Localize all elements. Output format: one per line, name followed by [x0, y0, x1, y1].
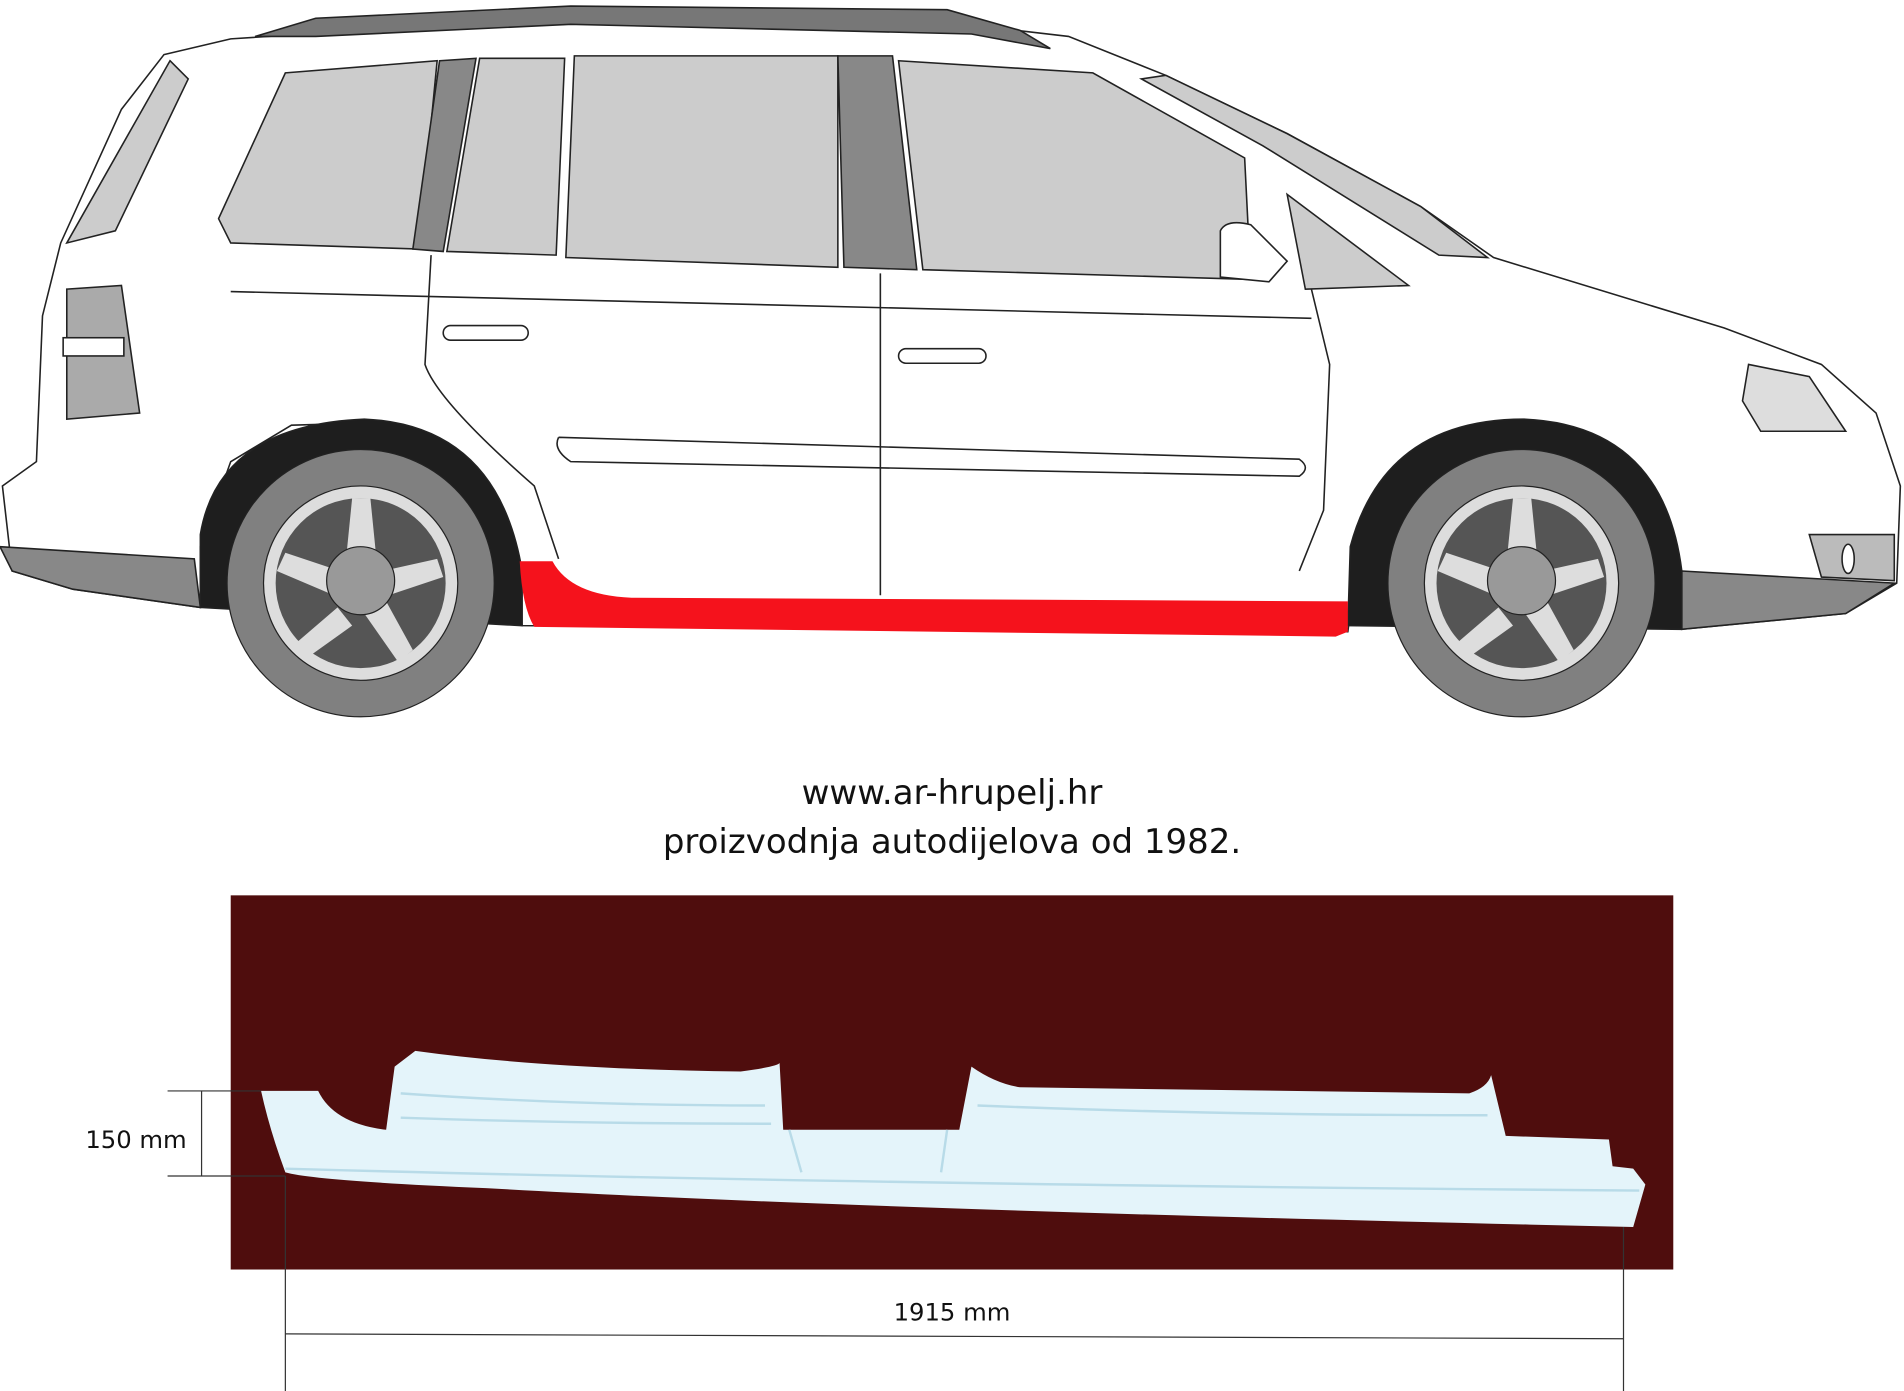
- mirror: [1219, 221, 1289, 283]
- pillar-b: [837, 55, 918, 271]
- window-rear-door: [445, 57, 566, 256]
- windshield: [1139, 74, 1490, 259]
- window-front-door: [897, 59, 1252, 281]
- length-label: 1915 mm: [894, 1298, 1011, 1327]
- pillar-c: [411, 57, 477, 253]
- window-rear-quarter: [217, 59, 439, 250]
- height-dimension: [167, 1090, 286, 1177]
- window-middle: [565, 55, 839, 269]
- rocker-panel-highlight: [519, 561, 1348, 637]
- rear-window: [65, 59, 190, 245]
- tagline: proizvodnja autodijelova od 1982.: [663, 822, 1241, 862]
- rear-wheel: [226, 448, 495, 718]
- rear-door-handle: [442, 324, 530, 341]
- front-wheel: [1387, 448, 1656, 718]
- height-label: 150 mm: [85, 1125, 186, 1154]
- headlight: [1741, 363, 1848, 433]
- website-url: www.ar-hrupelj.hr: [802, 773, 1103, 813]
- window-quarter-front: [1285, 192, 1411, 290]
- front-door-handle: [897, 347, 987, 365]
- tail-light-strip: [62, 336, 125, 357]
- length-dimension: [284, 1175, 1625, 1391]
- roof-rail: [254, 5, 1051, 50]
- rear-bumper: [0, 545, 202, 609]
- rocker-panel-part: [261, 1050, 1646, 1227]
